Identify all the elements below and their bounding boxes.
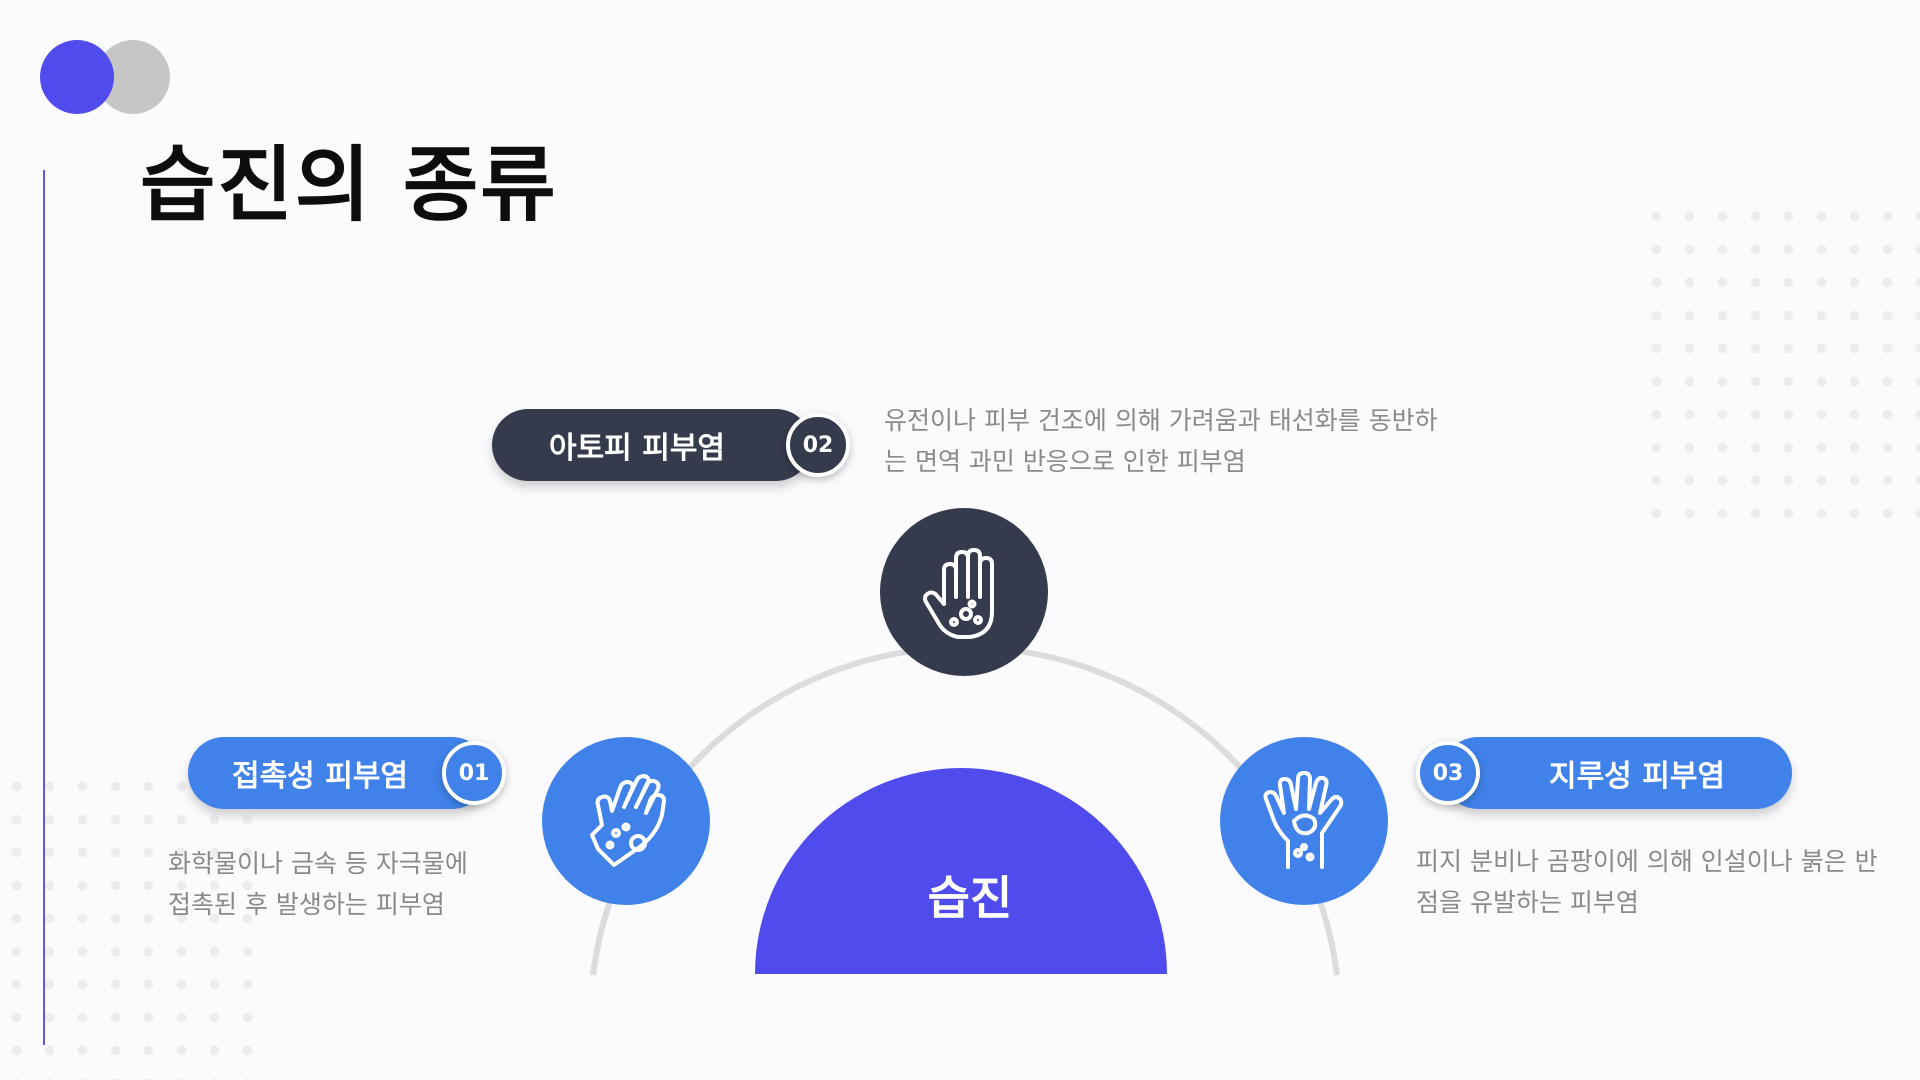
item-description-02: 유전이나 피부 건조에 의해 가려움과 태선화를 동반하는 면역 과민 반응으로…: [884, 406, 1438, 476]
item-label-pill-03: 지루성 피부염: [1442, 737, 1792, 809]
item-label: 아토피 피부염: [548, 431, 726, 466]
hand-arm-rash-icon: [1263, 771, 1344, 869]
page-title: 습진의 종류: [140, 138, 558, 233]
item-description-03: 피지 분비나 곰팡이에 의해 인설이나 붉은 반점을 유발하는 피부염: [1416, 847, 1878, 917]
item-label-pill-01: 접촉성 피부염: [188, 737, 488, 809]
center-label: 습진: [927, 871, 1013, 925]
center-half-circle: [755, 768, 1167, 974]
hand-contact-rash-icon: [590, 774, 666, 867]
logo-circle-blue: [40, 40, 114, 114]
item-label-pill-02: 아토피 피부염: [492, 409, 812, 481]
atopic-icon-circle: [880, 508, 1048, 676]
dot-pattern-right: [1640, 200, 1920, 540]
item-number-badge-03: 03: [1416, 741, 1480, 805]
contact-icon-circle: [542, 737, 710, 905]
vertical-accent-line: [43, 170, 45, 1045]
seborrheic-icon-circle: [1220, 737, 1388, 905]
item-number-badge-01: 01: [442, 741, 506, 805]
item-label: 지루성 피부염: [1548, 759, 1726, 794]
item-description-01: 화학물이나 금속 등 자극물에 접촉된 후 발생하는 피부염: [168, 849, 468, 919]
hand-blisters-icon: [923, 548, 994, 639]
item-number-badge-02: 02: [786, 413, 850, 477]
item-label: 접촉성 피부염: [231, 759, 409, 794]
